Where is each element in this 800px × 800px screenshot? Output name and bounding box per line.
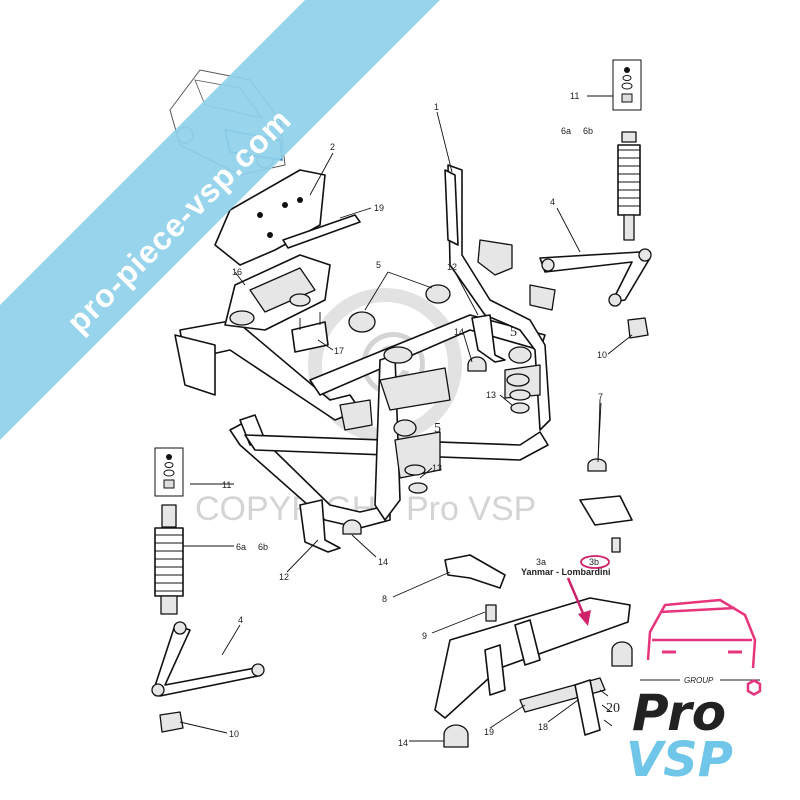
label-5-b: 5	[510, 325, 517, 340]
label-4-upper: 4	[550, 197, 555, 207]
label-4-lower: 4	[238, 615, 243, 625]
logo-hex-icon	[746, 679, 762, 696]
label-6b-top: 6b	[583, 126, 593, 136]
label-19-a: 19	[374, 203, 384, 213]
engine-subframe-3	[434, 495, 633, 719]
label-18: 18	[538, 722, 548, 732]
engine-names-label: Yanmar - Lombardini	[521, 567, 611, 577]
label-10-bottom: 10	[229, 729, 239, 739]
label-13-a: 13	[486, 390, 496, 400]
part-6-shock-absorber-bottom	[154, 504, 184, 615]
part-18-plate	[574, 679, 601, 736]
logo-vsp-text: VSP	[626, 732, 733, 788]
part-19-rod	[282, 214, 361, 249]
label-19-b: 19	[484, 727, 494, 737]
label-20: 20	[606, 701, 620, 716]
part-7-mount	[587, 458, 607, 472]
label-5-a: 5	[376, 260, 381, 270]
label-5-c: 5	[434, 421, 441, 436]
part-13-plates	[404, 389, 531, 476]
chassis-frame	[174, 164, 556, 529]
label-14-a: 14	[454, 327, 464, 337]
label-7: 7	[598, 392, 603, 402]
variant-3b-label: 3b	[589, 557, 599, 567]
label-6a-bottom: 6a	[236, 542, 246, 552]
part-20-bolts	[599, 689, 613, 727]
label-12-a: 12	[447, 262, 457, 272]
part-4-lower-arm	[151, 621, 265, 697]
pro-vsp-logo: GROUP Pro VSP	[626, 598, 762, 788]
label-11-bottom: 11	[222, 480, 231, 490]
part-8-bracket	[444, 554, 506, 589]
variant-arrow-head	[578, 610, 591, 626]
part-5-rubber-mounts	[348, 284, 532, 437]
part-14-bump-stops	[342, 356, 487, 748]
part-9-spacer	[485, 604, 497, 622]
engine-variant-note: 3a 3b Yanmar - Lombardini	[521, 555, 611, 626]
part-6-shock-absorber-top	[617, 131, 641, 241]
label-13-b: 13	[432, 463, 442, 473]
label-2: 2	[330, 142, 335, 152]
variant-arrow	[566, 577, 587, 619]
label-16: 16	[232, 267, 242, 277]
label-14-b: 14	[378, 557, 388, 567]
label-10-top: 10	[597, 350, 607, 360]
part-17-bracket	[291, 312, 329, 353]
engine-mount	[611, 641, 633, 667]
label-6b-bottom: 6b	[258, 542, 268, 552]
part-2-bracket-plate	[214, 169, 326, 266]
label-14-c: 14	[398, 738, 408, 748]
label-12-b: 12	[279, 572, 289, 582]
logo-car-outline	[646, 598, 757, 669]
variant-3a-label: 3a	[536, 557, 546, 567]
part-4-upper-arm	[539, 248, 652, 307]
part-16-engine-support	[224, 254, 331, 331]
label-6a-top: 6a	[561, 126, 571, 136]
part-11-kit-top	[612, 59, 642, 111]
label-1: 1	[434, 102, 439, 112]
label-17: 17	[334, 346, 344, 356]
part-number-labels: 1 2 4 4 5 5 5 6a 6b 6a 6b 7 8 9 10 10 11…	[222, 91, 620, 748]
part-11-kit-bottom	[154, 447, 184, 497]
leader-lines	[179, 95, 633, 742]
label-8: 8	[382, 594, 387, 604]
logo-pro-text: Pro	[632, 684, 726, 742]
label-11-top: 11	[570, 91, 579, 101]
part-12-brackets	[299, 314, 506, 553]
logo-group-text: GROUP	[684, 676, 714, 685]
label-9: 9	[422, 631, 427, 641]
variant-3b-highlight	[580, 555, 610, 569]
part-10-mounts	[159, 317, 649, 733]
